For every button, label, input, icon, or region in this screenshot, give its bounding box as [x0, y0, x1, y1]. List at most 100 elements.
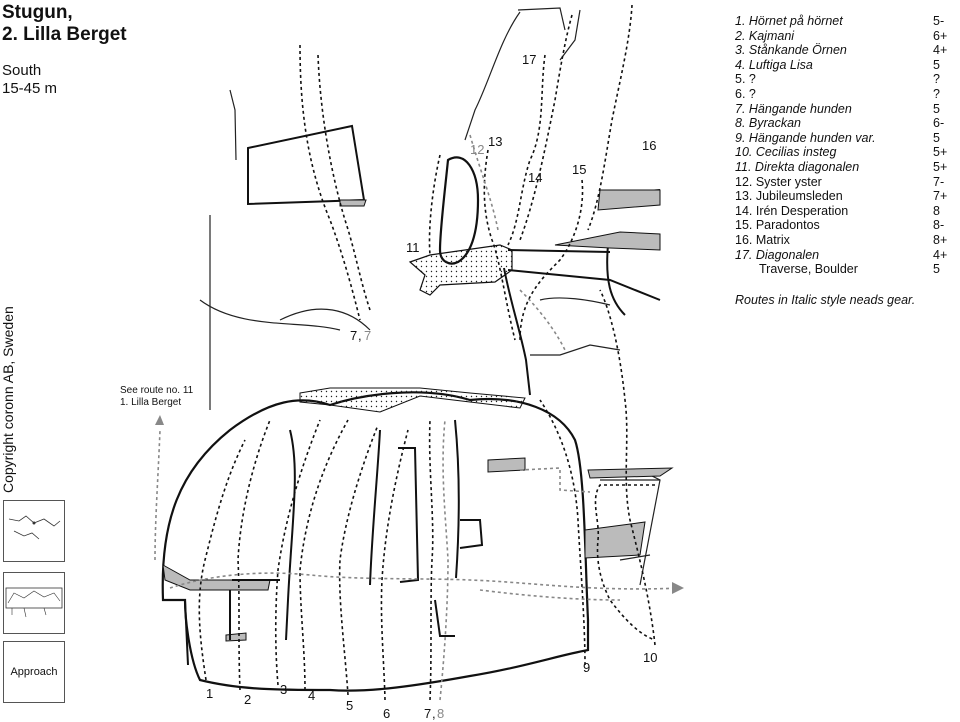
- lower-left-ledge: [162, 564, 271, 591]
- dotted-ledge-upper: [408, 244, 513, 296]
- route-14-line: [507, 54, 546, 246]
- label-route-7-mid: 7: [350, 328, 357, 343]
- route-name: 11. Direkta diagonalen: [735, 159, 860, 174]
- right-ledge-2: [554, 231, 661, 251]
- label-route-8-bottom: 8: [437, 706, 444, 721]
- overview-map-thumbnail[interactable]: [3, 500, 65, 562]
- route-grade: 8+: [933, 232, 948, 247]
- route-10-line: [599, 289, 656, 646]
- route-grade: 6-: [933, 116, 945, 131]
- label-comma-bottom: ,: [432, 706, 436, 721]
- route-name: 15. Paradontos: [735, 218, 820, 233]
- route-name: 17. Diagonalen: [735, 247, 820, 262]
- route-list-item: 1. Hörnet på hörnet 5-: [735, 14, 957, 29]
- traverse-grey-right: [519, 467, 591, 493]
- label-route-9: 9: [583, 660, 590, 675]
- route-3-line: [274, 419, 321, 686]
- route-name: 1. Hörnet på hörnet: [735, 14, 843, 28]
- route-16-line: [587, 4, 633, 231]
- route-12-pillar-left: [428, 154, 441, 256]
- route-name: 9. Hängande hunden var.: [735, 130, 876, 145]
- label-route-5: 5: [346, 698, 353, 713]
- route-17-line: [519, 14, 573, 241]
- route-grade: 5: [933, 57, 940, 72]
- route-reference-line2: 1. Lilla Berget: [120, 397, 182, 408]
- lower-right-ledge: [584, 521, 646, 559]
- label-route-16: 16: [642, 138, 656, 153]
- route-grade: 7-: [933, 174, 945, 189]
- route-grade: 5: [933, 101, 940, 116]
- route-name: 5. ?: [735, 72, 756, 87]
- label-route-14: 14: [528, 170, 542, 185]
- label-route-17: 17: [522, 52, 536, 67]
- route-grade: 8-: [933, 218, 945, 233]
- route-number-labels: 1 2 3 4 5 6 7 , 8 9 10 11 12 13 14 15 16…: [206, 52, 657, 721]
- crag-overview-icon: [5, 587, 63, 618]
- height-text: 15-45 m: [2, 80, 58, 97]
- route-grade: 5+: [933, 159, 948, 174]
- label-route-6: 6: [383, 706, 390, 721]
- upper-left-ledge: [339, 199, 367, 207]
- label-route-4: 4: [308, 688, 315, 703]
- route-list-item: Traverse, Boulder 5: [735, 262, 957, 277]
- route-11b-line: [317, 54, 371, 311]
- route-name: 6. ?: [735, 86, 756, 101]
- label-comma-mid: ,: [358, 328, 362, 343]
- route-grade: 6+: [933, 28, 948, 43]
- approach-button[interactable]: Approach: [3, 641, 65, 703]
- label-route-7-bottom: 7: [424, 706, 431, 721]
- label-route-10: 10: [643, 650, 657, 665]
- route-grade: 5-: [933, 14, 945, 28]
- crag-overview-thumbnail[interactable]: [3, 572, 65, 634]
- route-9-line: [539, 399, 586, 666]
- route-name: 3. Stånkande Örnen: [735, 43, 847, 58]
- route-6-line: [380, 429, 409, 701]
- route-11-line: [299, 44, 361, 321]
- right-ledge-1: [597, 189, 661, 211]
- label-route-3: 3: [280, 682, 287, 697]
- lower-traverse: [169, 572, 681, 590]
- route-list-item: 4. Luftiga Lisa 5: [735, 58, 957, 73]
- route-reference-note: See route no. 11 1. Lilla Berget: [120, 385, 193, 409]
- route-name: 7. Hängande hunden: [735, 101, 852, 116]
- route-name: 10. Cecilias insteg: [735, 145, 837, 160]
- route-lines: [198, 4, 656, 701]
- route-7-line: [428, 419, 434, 701]
- boulder-cracks: [184, 419, 484, 666]
- route-approach-left: [154, 429, 161, 561]
- route-8-line: [439, 419, 449, 701]
- route-name: 4. Luftiga Lisa: [735, 57, 813, 72]
- route-list-item: 15. Paradontos 8-: [735, 218, 957, 233]
- route-list-item: 5. ??: [735, 72, 957, 87]
- route-list-item: 11. Direkta diagonalen 5+: [735, 160, 957, 175]
- route-lines-grey: [154, 134, 681, 701]
- route-4-line: [299, 419, 349, 691]
- route-5-line: [338, 424, 379, 696]
- route-name: Traverse, Boulder: [759, 262, 858, 277]
- route-grade: 5: [933, 262, 940, 277]
- route-name: 8. Byrackan: [735, 116, 802, 131]
- route-grade: 4+: [933, 43, 948, 58]
- label-route-2: 2: [244, 692, 251, 707]
- lower-mid-ledge: [487, 457, 526, 473]
- aspect-text: South: [2, 62, 42, 79]
- route-13-line: [483, 149, 516, 341]
- label-route-15: 15: [572, 162, 586, 177]
- route-list-item: 16. Matrix 8+: [735, 233, 957, 248]
- route-1-line: [198, 439, 246, 681]
- label-route-7-mid-grey: 7: [364, 328, 371, 343]
- sector-name: 2. Lilla Berget: [2, 24, 127, 45]
- route-list-item: 7. Hängande hunden 5: [735, 102, 957, 117]
- crag-info: South 15-45 m: [2, 62, 57, 98]
- route-name: 16. Matrix: [735, 232, 790, 247]
- label-route-12: 12: [470, 142, 484, 157]
- route-list-item: 6. ??: [735, 87, 957, 102]
- right-traverse-ledge: [587, 467, 674, 479]
